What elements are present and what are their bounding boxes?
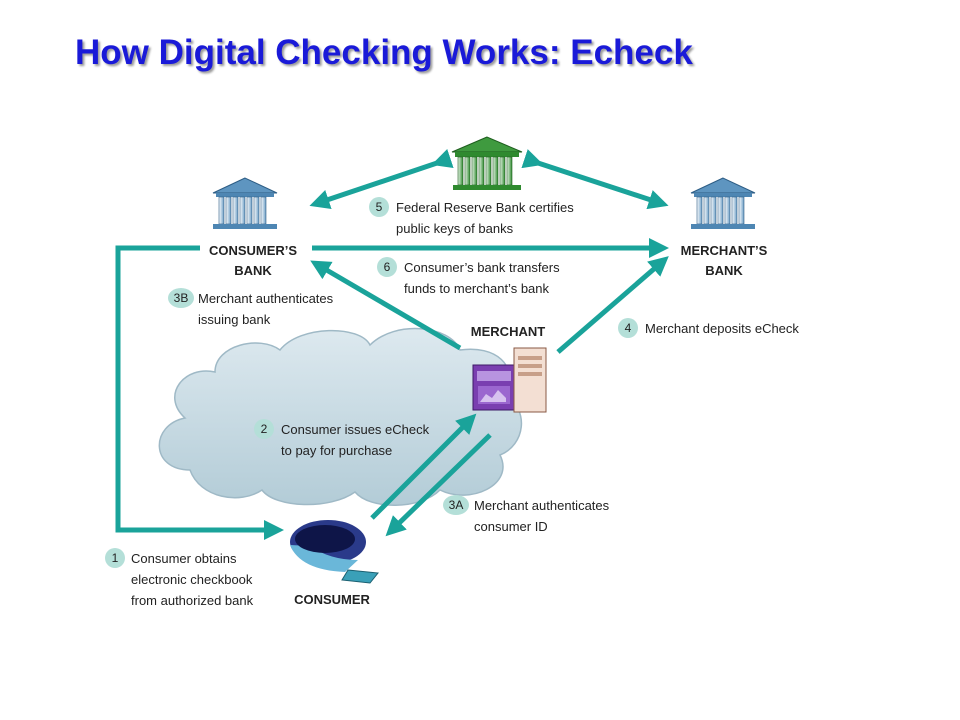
step-badge-5 <box>369 197 389 217</box>
consumers-bank-label-line1: CONSUMER’S <box>209 243 297 258</box>
step-2-text-line1: Consumer issues eCheck <box>281 422 430 437</box>
federal-reserve-bank-icon <box>451 136 523 190</box>
step-badge-1 <box>105 548 125 568</box>
arrow-merchant-to-consumer <box>385 433 492 537</box>
step-1-text-line2: electronic checkbook <box>131 572 253 587</box>
step-number-3b: 3B <box>174 291 189 305</box>
merchant-label: MERCHANT <box>471 324 545 339</box>
merchant-server-icon <box>472 347 547 413</box>
consumer-computer-icon <box>290 520 379 584</box>
step-6-text-line2: funds to merchant’s bank <box>404 281 550 296</box>
step-2-text-line2: to pay for purchase <box>281 443 392 458</box>
step-number-4: 4 <box>625 321 632 335</box>
step-badge-3a <box>443 495 469 515</box>
arrow-federal-consumers-bank <box>309 149 454 209</box>
step-3a-text-line1: Merchant authenticates <box>474 498 610 513</box>
step-5-text-line1: Federal Reserve Bank certifies <box>396 200 574 215</box>
consumers-bank-icon <box>212 177 278 229</box>
arrow-merchant-to-merchants-bank <box>556 256 669 354</box>
step-badge-2 <box>254 419 274 439</box>
step-badge-6 <box>377 257 397 277</box>
arrow-bank-to-consumer <box>115 245 284 540</box>
internet-cloud <box>158 327 522 506</box>
step-number-5: 5 <box>376 200 383 214</box>
step-1-text-line1: Consumer obtains <box>131 551 237 566</box>
step-1-text-line3: from authorized bank <box>131 593 254 608</box>
merchants-bank-label-line2: BANK <box>705 263 743 278</box>
step-badges <box>105 197 638 568</box>
step-3b-text-line1: Merchant authenticates <box>198 291 334 306</box>
step-number-3a: 3A <box>449 498 464 512</box>
merchants-bank-label-line1: MERCHANT’S <box>681 243 768 258</box>
flow-arrows <box>115 149 669 540</box>
step-4-text-line1: Merchant deposits eCheck <box>645 321 799 336</box>
step-number-6: 6 <box>384 260 391 274</box>
step-3a-text-line2: consumer ID <box>474 519 548 534</box>
merchants-bank-icon <box>690 177 756 229</box>
arrow-federal-merchants-bank <box>521 149 669 210</box>
consumer-label: CONSUMER <box>294 592 370 607</box>
step-number-1: 1 <box>112 551 119 565</box>
step-6-text-line1: Consumer’s bank transfers <box>404 260 560 275</box>
step-badge-4 <box>618 318 638 338</box>
step-3b-text-line2: issuing bank <box>198 312 271 327</box>
page-title: How Digital Checking Works: Echeck <box>75 33 693 72</box>
arrow-consumer-to-merchant <box>370 413 477 520</box>
arrow-merchant-to-consumers-bank <box>310 260 462 351</box>
step-number-2: 2 <box>261 422 268 436</box>
step-5-text-line2: public keys of banks <box>396 221 514 236</box>
step-badge-3b <box>168 288 194 308</box>
consumers-bank-label-line2: BANK <box>234 263 272 278</box>
